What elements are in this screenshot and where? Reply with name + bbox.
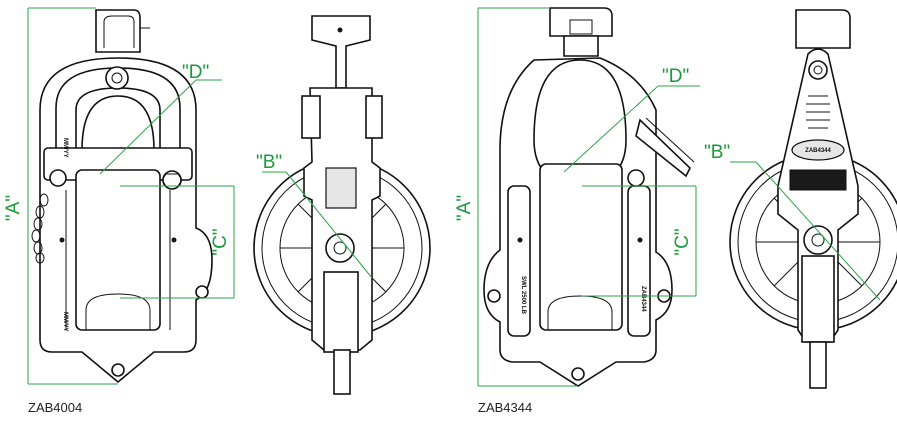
zab4344-dim-c-label: "C" (672, 228, 693, 255)
zab4344-latch-arm (635, 118, 691, 178)
safety-chain-icon (31, 193, 49, 264)
zab4004-side-top-tab (311, 15, 371, 89)
zab4344-side-top-cap (795, 9, 851, 49)
zab4004-axle (325, 233, 355, 263)
zab4004-stamp-2: MM/YY (62, 312, 68, 332)
zab4344-dim-a-label: "A" (454, 195, 475, 221)
zab4004-dim-d-line (99, 79, 197, 175)
zab4344-front-view: SWL 2500 LB ZAB4344 "A" "C" "D" (454, 7, 700, 387)
zab4344-dim-d-line (563, 85, 659, 173)
zab4004-latch (325, 167, 357, 209)
zab4344-stamp-model: ZAB4344 (640, 286, 646, 312)
zab4004-top-tab (95, 9, 141, 53)
zab4344-dim-d-label: "D" (662, 66, 689, 87)
zab4004-dim-b-line (285, 171, 373, 279)
zab4344-dim-b-label: "B" (704, 142, 730, 163)
zab4344-side-stamp: ZAB4344 (805, 148, 831, 154)
zab4344-label-plate (791, 139, 845, 161)
zab4004-dim-c-label: "C" (210, 228, 231, 255)
zab4004-inner-window (75, 169, 161, 331)
zab4004-side-frame (303, 87, 381, 351)
zab4344-side-frame (777, 48, 859, 343)
zab4344-axle (803, 225, 833, 255)
zab4004-side-view: "B" (253, 15, 431, 395)
zab4004-stamp-1: MM/YY (62, 138, 68, 158)
zab4344-dim-b-line (755, 161, 881, 301)
zab4344-model-label: ZAB4344 (478, 400, 533, 415)
zab4004-arch (55, 67, 181, 151)
zab4004-dim-b-label: "B" (256, 152, 282, 173)
zab4344-stamp-swl: SWL 2500 LB (520, 276, 526, 315)
zab4004-model-label: ZAB4004 (28, 400, 83, 415)
zab4004-front-view: MM/YY MM/YY "A" "C" "D" (3, 7, 235, 385)
zab4004-top-pin (105, 66, 129, 90)
zab4344-side-view: ZAB4344 "B" (704, 9, 897, 389)
zab4344-lower-slot (801, 255, 835, 343)
zab4344-inner-window (539, 163, 623, 331)
zab4004-dim-a-label: "A" (3, 195, 24, 221)
zab4004-lower-slot (323, 271, 359, 353)
zab4004-dim-d-label: "D" (182, 62, 209, 83)
zab4344-top-shackle (549, 7, 613, 37)
